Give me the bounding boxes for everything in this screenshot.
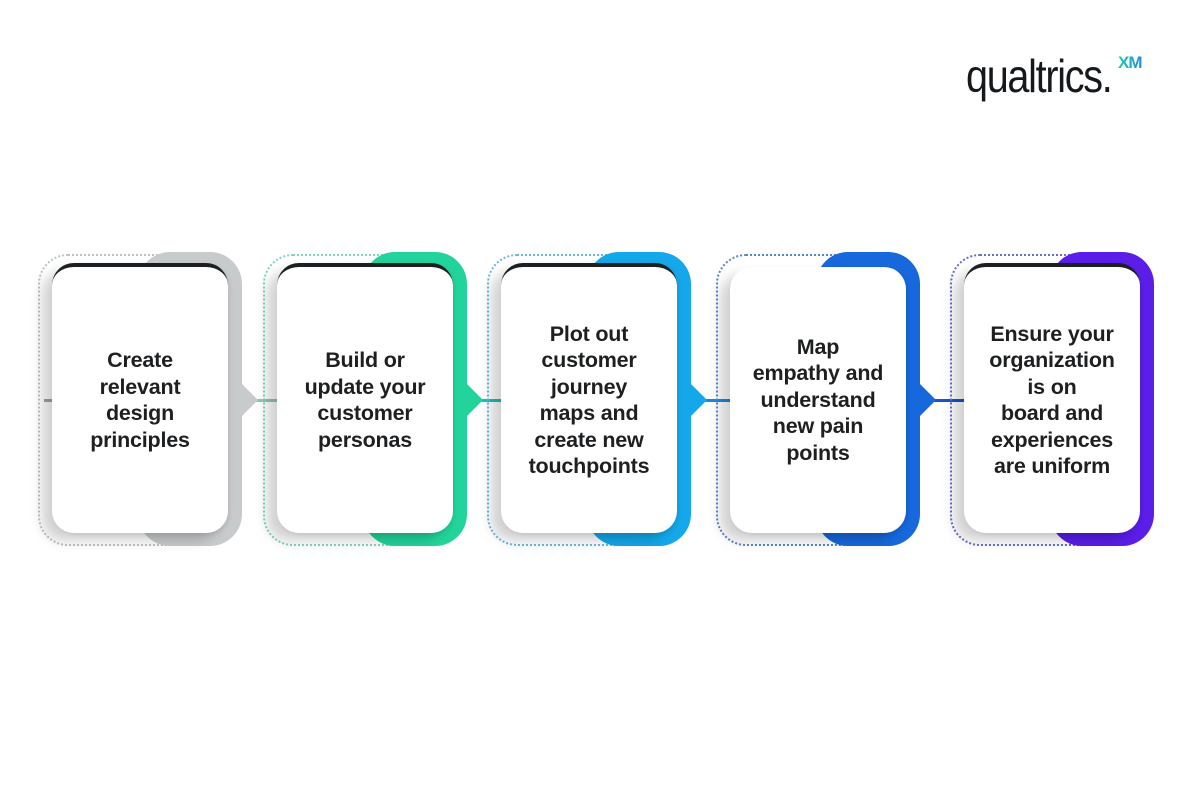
step-card: Plot out customer journey maps and creat… [501,263,677,533]
step-5: Ensure your organization is on board and… [950,250,1162,552]
arrow-right-icon [236,378,258,422]
step-3: Plot out customer journey maps and creat… [487,250,707,552]
step-2: Build or update your customer personas [263,250,483,552]
step-card: Create relevant design principles [52,263,228,533]
step-label: Create relevant design principles [90,348,190,452]
logo-xm-superscript: XM [1118,53,1142,72]
arrow-right-icon [685,378,707,422]
step-label: Plot out customer journey maps and creat… [528,321,650,479]
step-1: Create relevant design principles [38,250,258,552]
step-card: Build or update your customer personas [277,263,453,533]
arrow-right-icon [914,378,936,422]
step-label: Build or update your customer personas [304,348,426,452]
connector-line-3 [702,399,734,402]
arrow-right-icon [461,378,483,422]
connector-line-2 [478,399,504,402]
step-label: Ensure your organization is on board and… [989,321,1115,479]
step-label: Map empathy and understand new pain poin… [752,334,884,465]
connector-line-0 [44,399,56,402]
logo-wordmark: qualtrics. [966,50,1113,102]
step-card: Ensure your organization is on board and… [964,263,1140,533]
step-card: Map empathy and understand new pain poin… [730,267,906,533]
connector-line-1 [254,399,280,402]
step-4: Map empathy and understand new pain poin… [716,250,936,552]
